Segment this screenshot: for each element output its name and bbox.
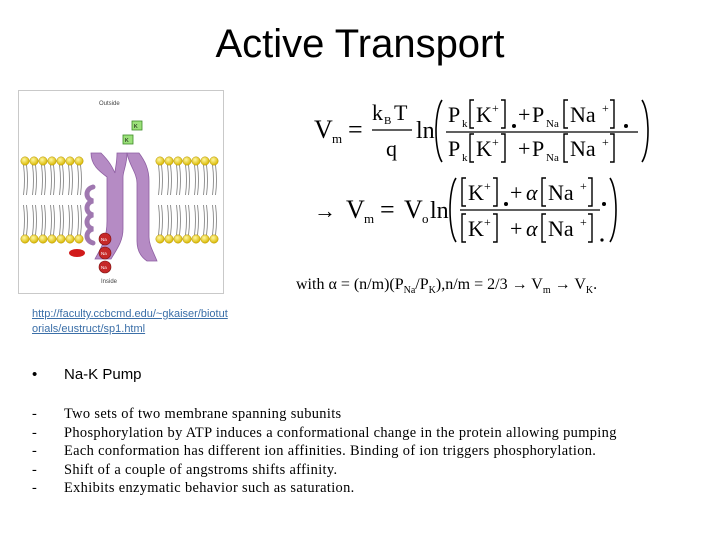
svg-text:K: K (468, 180, 484, 205)
svg-text:Na: Na (570, 136, 596, 161)
pump-bullet-text: Na-K Pump (64, 366, 142, 383)
svg-text:α: α (526, 180, 538, 205)
source-link-line-1[interactable]: http://faculty.ccbcmd.edu/~gkaiser/biotu… (32, 308, 228, 320)
list-item: -Two sets of two membrane spanning subun… (32, 406, 342, 422)
slide-title: Active Transport (215, 22, 505, 66)
sodium-ions: Na Na Na (69, 232, 112, 274)
svg-text:V: V (314, 115, 333, 144)
svg-text:K: K (125, 138, 129, 144)
svg-text:Na: Na (101, 265, 107, 270)
svg-text:+: + (602, 135, 609, 149)
svg-text:P: P (532, 102, 544, 127)
outside-label: Outside (99, 101, 120, 107)
svg-text:T: T (394, 100, 408, 125)
svg-text:+: + (484, 179, 491, 193)
svg-text:k: k (462, 118, 468, 130)
svg-text:=: = (380, 195, 395, 224)
svg-text:k: k (462, 152, 468, 164)
svg-text:B: B (384, 115, 391, 127)
simplified-equation: → V m = V o ln K + + α Na + K + + α Na + (314, 177, 617, 243)
source-link[interactable]: http://faculty.ccbcmd.edu/~gkaiser/biotu… (32, 307, 252, 337)
svg-text:Na: Na (101, 251, 107, 256)
svg-text:V: V (346, 195, 365, 224)
svg-text:→: → (314, 198, 336, 223)
svg-text:Na: Na (546, 118, 559, 130)
list-item: -Phosphorylation by ATP induces a confor… (32, 424, 617, 441)
svg-text:α: α (526, 216, 538, 241)
svg-text:+: + (580, 179, 587, 193)
membrane-illustration: Outside Inside K K Na Na Na (20, 101, 219, 285)
svg-text:K: K (134, 124, 138, 130)
svg-text:K: K (476, 136, 492, 161)
svg-text:+: + (484, 215, 491, 229)
svg-text:+: + (492, 101, 499, 115)
svg-text:+: + (492, 135, 499, 149)
pump-details-list: -Two sets of two membrane spanning subun… (32, 405, 617, 498)
list-item: -Each conformation has different ion aff… (32, 443, 597, 460)
svg-text:+: + (518, 136, 530, 161)
svg-text:+: + (602, 101, 609, 115)
alpha-definition: with α = (n/m)(PNa/PK),n/m = 2/3 → Vm → … (296, 276, 598, 297)
goldman-equation: V m = k B T q ln P k K + + P Na Na + P k… (314, 99, 649, 164)
svg-text:K: K (468, 216, 484, 241)
svg-text:=: = (348, 115, 363, 144)
list-item: -Shift of a couple of angstroms shifts a… (32, 461, 338, 478)
svg-text:P: P (448, 102, 460, 127)
svg-text:ln: ln (416, 118, 435, 144)
svg-text:Na: Na (548, 180, 574, 205)
source-link-line-2[interactable]: orials/eustruct/sp1.html (32, 323, 146, 335)
svg-text:P: P (532, 136, 544, 161)
svg-text:P: P (448, 136, 460, 161)
svg-text:+: + (518, 102, 530, 127)
svg-text:+: + (580, 215, 587, 229)
svg-text:Na: Na (548, 216, 574, 241)
svg-text:k: k (372, 100, 383, 125)
svg-text:m: m (332, 131, 342, 146)
svg-text:m: m (364, 211, 374, 226)
svg-text:Na: Na (101, 237, 107, 242)
inside-label: Inside (101, 279, 118, 285)
lipid-bilayer (20, 156, 219, 244)
potassium-ions: K K (122, 120, 143, 145)
svg-text:Na: Na (570, 102, 596, 127)
svg-text:+: + (510, 216, 522, 241)
bullet-marker: • (32, 366, 38, 383)
svg-text:Na: Na (546, 152, 559, 164)
list-item: -Exhibits enzymatic behavior such as sat… (32, 480, 355, 497)
svg-text:q: q (386, 136, 397, 161)
svg-text:+: + (510, 180, 522, 205)
svg-text:V: V (404, 195, 423, 224)
pump-protein (84, 152, 158, 262)
svg-text:o: o (422, 211, 429, 226)
na-k-pump-figure: Outside Inside K K Na Na Na (18, 90, 224, 294)
svg-text:ln: ln (430, 198, 449, 224)
svg-text:K: K (476, 102, 492, 127)
